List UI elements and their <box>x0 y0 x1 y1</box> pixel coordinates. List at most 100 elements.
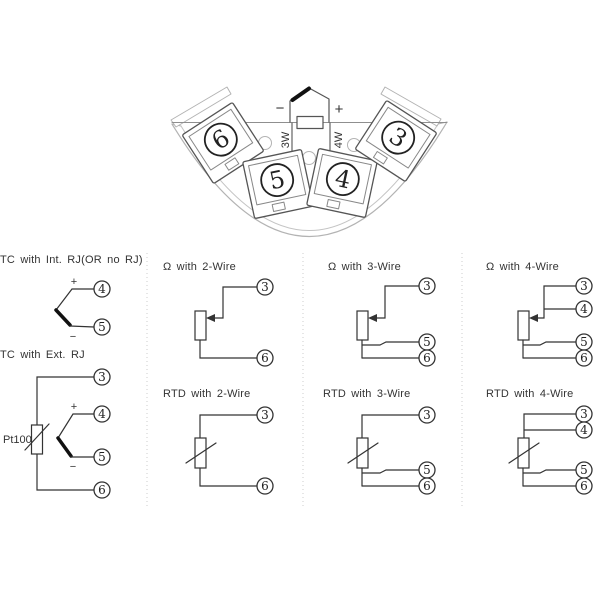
wire <box>522 341 577 346</box>
rtd-icon <box>30 424 44 455</box>
thermocouple-hot-leg <box>290 86 311 102</box>
wire <box>36 376 95 491</box>
svg-text:3: 3 <box>98 370 106 384</box>
terminal-circle-6: 6 <box>575 477 593 495</box>
terminal-circle-3: 3 <box>256 278 274 296</box>
terminal-circle <box>203 122 238 157</box>
title-ohm-3wire: Ω with 3-Wire <box>328 261 401 273</box>
wire <box>213 286 258 319</box>
polarity-plus: + <box>71 276 77 288</box>
svg-text:4: 4 <box>98 407 106 421</box>
rtd-slash <box>185 442 217 464</box>
wire <box>522 469 577 474</box>
svg-text:5: 5 <box>580 335 588 349</box>
wire <box>361 341 420 346</box>
polarity-plus: + <box>335 101 344 118</box>
svg-text:6: 6 <box>580 479 588 493</box>
thermocouple-hot-leg <box>54 308 72 327</box>
polarity-plus: + <box>71 401 77 413</box>
svg-text:6: 6 <box>580 351 588 365</box>
title-tc-ext: TC with Ext. RJ <box>0 349 85 361</box>
wire <box>361 469 420 474</box>
wiper-arrow-icon <box>368 314 377 322</box>
terminal-circle-5: 5 <box>575 333 593 351</box>
wire <box>199 339 258 359</box>
rtd-4wire-diagram: 3 4 5 6 <box>508 405 593 495</box>
wiper-arrow-icon <box>206 314 215 322</box>
thermocouple-icon <box>55 288 95 311</box>
terminal-circle-6: 6 <box>575 349 593 367</box>
svg-text:6: 6 <box>261 351 269 365</box>
tc-int-diagram: + − 4 5 <box>54 276 111 343</box>
terminal-circle-6: 6 <box>256 477 274 495</box>
terminal-circle-5: 5 <box>93 448 111 466</box>
svg-text:4: 4 <box>580 302 588 316</box>
rtd-3wire-diagram: 3 5 6 <box>347 406 436 495</box>
terminal-circle-3: 3 <box>418 406 436 424</box>
ohm-4wire-diagram: 3 4 5 6 <box>517 277 593 367</box>
terminal-circle-6: 6 <box>93 481 111 499</box>
terminal-circle-4: 4 <box>93 280 111 298</box>
wiper-arrow-icon <box>529 314 538 322</box>
svg-text:6: 6 <box>261 479 269 493</box>
svg-text:4: 4 <box>98 282 106 296</box>
terminal-number-4: 4 <box>332 164 353 195</box>
title-rtd-2wire: RTD with 2-Wire <box>163 388 251 400</box>
terminal-circle-3: 3 <box>256 406 274 424</box>
svg-text:5: 5 <box>423 335 431 349</box>
terminal-circle-4: 4 <box>575 421 593 439</box>
wire <box>199 414 258 439</box>
rtd-2wire-diagram: 3 6 <box>185 406 274 495</box>
thermocouple-icon <box>57 413 95 439</box>
svg-text:3: 3 <box>423 408 431 422</box>
polarity-minus: − <box>276 100 285 117</box>
title-rtd-3wire: RTD with 3-Wire <box>323 388 411 400</box>
terminal-clamp-icon <box>271 201 286 213</box>
svg-text:3: 3 <box>261 280 269 294</box>
svg-text:6: 6 <box>423 479 431 493</box>
svg-text:6: 6 <box>98 483 106 497</box>
terminal-number-5: 5 <box>267 165 288 196</box>
rtd-slash <box>347 442 379 464</box>
wire <box>361 414 420 439</box>
wire-label-4w: 4W <box>333 131 345 148</box>
terminal-3: 3 <box>355 100 437 182</box>
thermocouple-hot-leg <box>56 436 73 458</box>
potentiometer-icon <box>356 310 369 341</box>
fan-terminal-block: 3W 4W 6 5 <box>170 86 448 238</box>
svg-text:5: 5 <box>98 450 106 464</box>
wire-label-3w: 3W <box>280 131 292 148</box>
terminal-circle-5: 5 <box>93 318 111 336</box>
svg-text:3: 3 <box>261 408 269 422</box>
wire <box>375 285 420 319</box>
terminal-circle-4: 4 <box>93 405 111 423</box>
fan-left-shoulder <box>170 86 232 128</box>
terminal-circle-5: 5 <box>418 333 436 351</box>
wire <box>536 285 577 319</box>
polarity-minus: − <box>70 331 76 343</box>
terminal-clamp-icon <box>326 199 341 210</box>
svg-text:6: 6 <box>423 351 431 365</box>
terminal-circle-6: 6 <box>256 349 274 367</box>
tc-ext-diagram: Pt100 + − 3 4 5 6 <box>3 368 111 499</box>
svg-text:3: 3 <box>580 279 588 293</box>
terminal-circle-3: 3 <box>418 277 436 295</box>
title-tc-int: TC with Int. RJ(OR no RJ) <box>0 254 143 266</box>
terminal-clamp-icon <box>224 157 240 171</box>
svg-text:4: 4 <box>580 423 588 437</box>
rtd-slash <box>24 423 50 451</box>
potentiometer-icon <box>517 310 530 341</box>
ohm-2wire-diagram: 3 6 <box>194 278 274 367</box>
terminal-circle <box>381 120 416 155</box>
fan-right-shoulder <box>380 86 442 127</box>
terminal-circle <box>325 162 360 196</box>
wire <box>199 467 258 487</box>
terminal-circle-5: 5 <box>575 461 593 479</box>
polarity-minus: − <box>70 461 76 473</box>
wire <box>523 413 577 439</box>
terminal-circle-3: 3 <box>575 405 593 423</box>
terminal-circle-6: 6 <box>418 349 436 367</box>
svg-text:3: 3 <box>580 407 588 421</box>
title-rtd-4wire: RTD with 4-Wire <box>486 388 574 400</box>
